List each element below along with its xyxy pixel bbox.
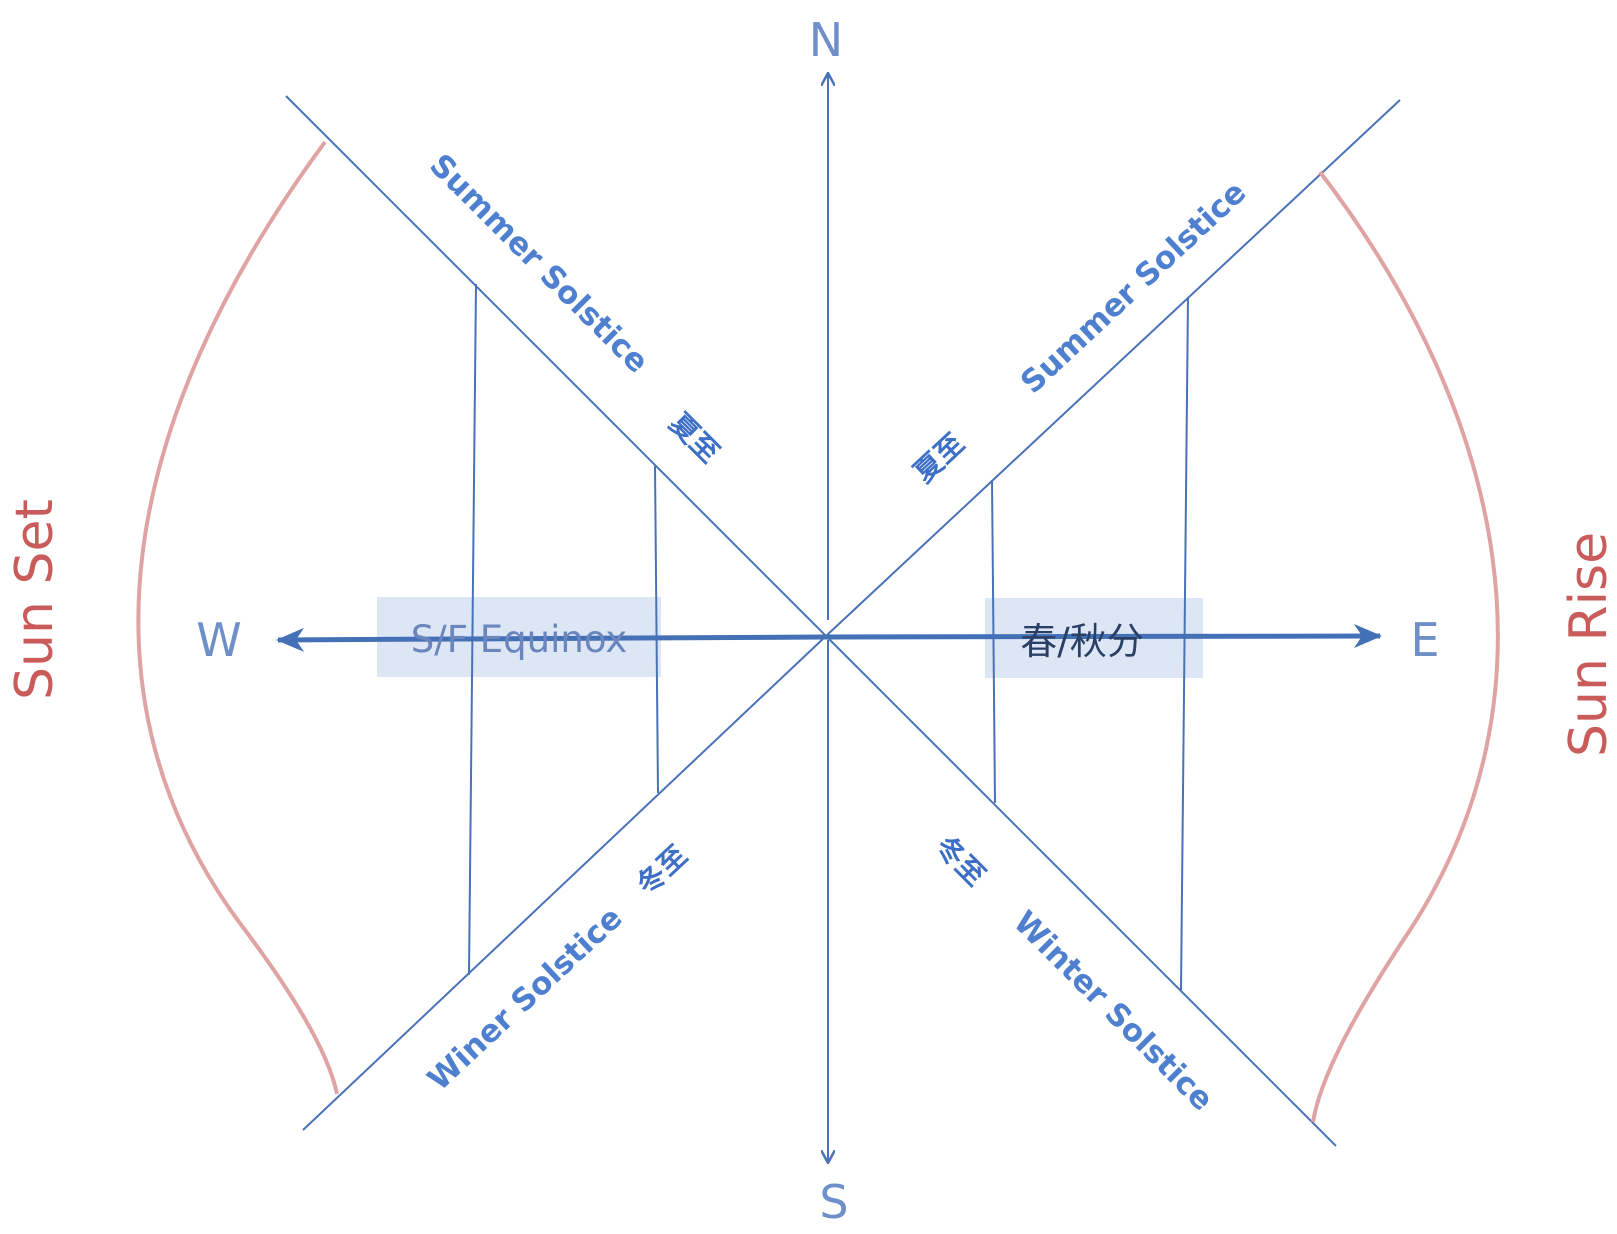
east-axis-arrow [825, 624, 1382, 649]
winter-solstice-label-west: Winer Solstice [421, 900, 630, 1098]
sun-set-label: Sun Set [5, 499, 65, 700]
winter-solstice-line-west [302, 635, 827, 1131]
west-label: W [196, 613, 241, 667]
equinox-label-cn: 春/秋分 [1020, 620, 1143, 663]
connector-line-west-outer [468, 283, 477, 976]
summer-cn-label-east: 夏至 [907, 427, 970, 489]
east-label: E [1410, 613, 1439, 667]
sun-rise-label: Sun Rise [1559, 532, 1617, 757]
sun-rise-curve [1311, 170, 1500, 1123]
sun-set-curve [136, 140, 339, 1095]
connector-line-east-inner [991, 479, 996, 804]
winter-cn-label-west: 冬至 [630, 839, 693, 901]
winter-solstice-line-east [825, 635, 1337, 1147]
west-axis-arrow [276, 627, 827, 652]
summer-solstice-label-east: Summer Solstice [1014, 174, 1253, 401]
summer-solstice-line-east [825, 99, 1401, 637]
winter-cn-label-east: 冬至 [929, 830, 992, 893]
summer-solstice-label-west: Summer Solstice [422, 147, 655, 380]
connector-line-east-outer [1180, 296, 1189, 991]
north-label: N [809, 13, 843, 67]
summer-solstice-line-west [285, 95, 827, 637]
connector-line-west-inner [654, 465, 659, 794]
equinox-label-en: S/F Equinox [411, 618, 627, 661]
south-label: S [819, 1175, 848, 1229]
winter-solstice-label-east: Winter Solstice [1006, 904, 1220, 1118]
summer-cn-label-west: 夏至 [663, 407, 726, 470]
